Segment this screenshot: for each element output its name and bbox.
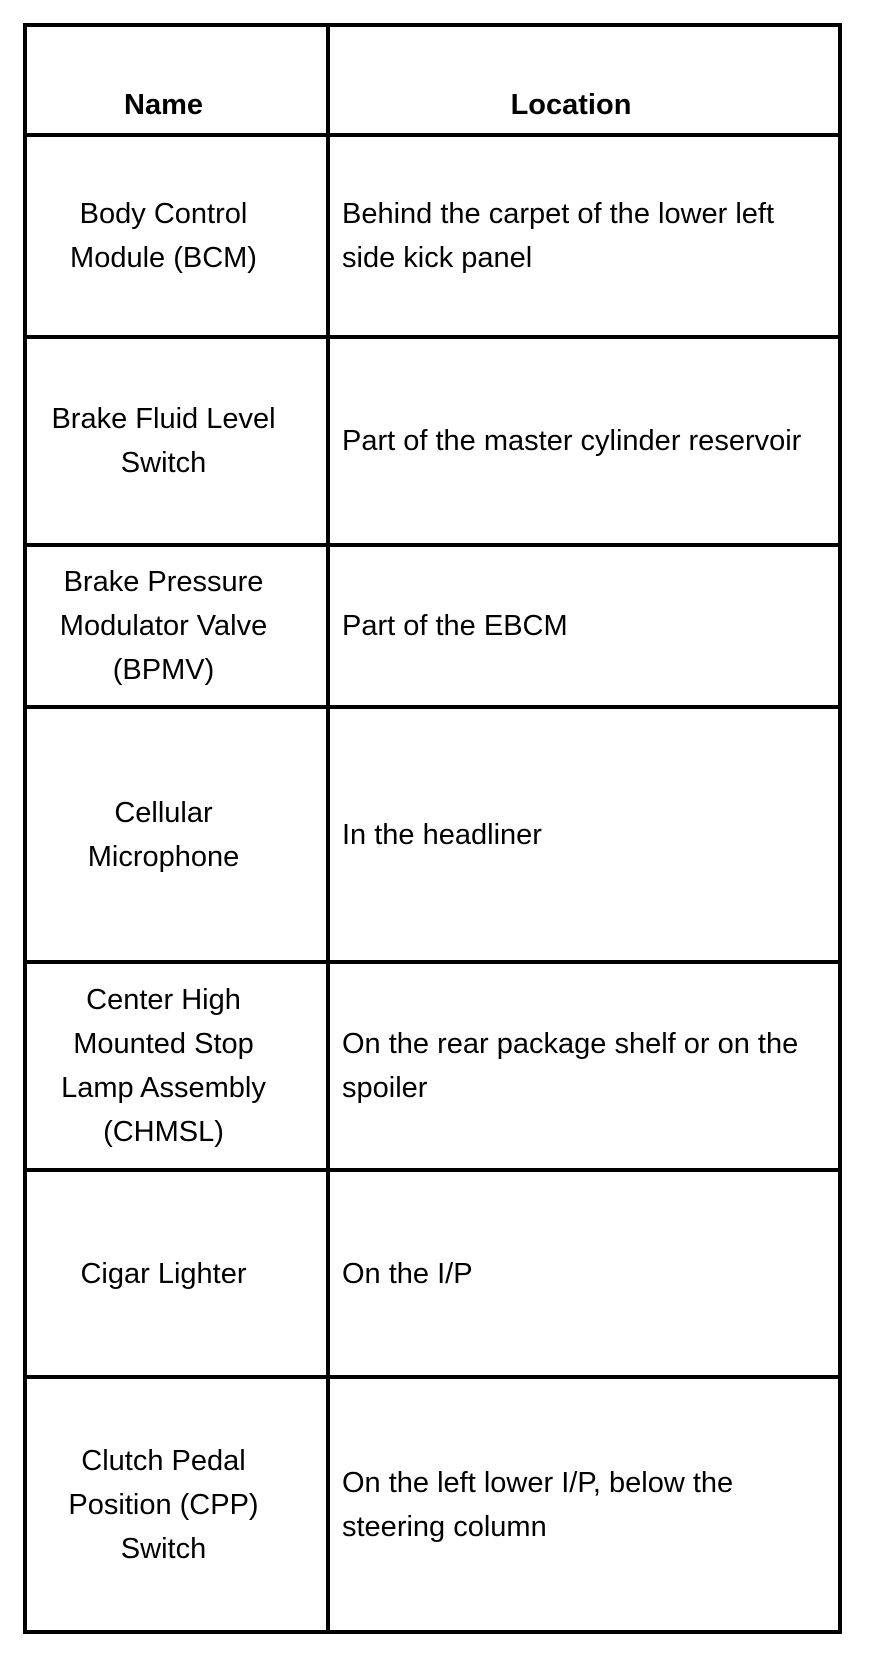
table-row: Brake Fluid Level Switch Part of the mas… [23, 335, 842, 547]
component-name: Center High Mounted Stop Lamp Assembly (… [23, 960, 330, 1172]
component-location: In the headliner [326, 705, 842, 964]
component-name: Clutch Pedal Position (CPP) Switch [23, 1375, 330, 1634]
column-header-name: Name [23, 23, 330, 137]
table-row: Body Control Module (BCM) Behind the car… [23, 133, 842, 339]
table-body: Body Control Module (BCM) Behind the car… [23, 133, 842, 1634]
table-row: Clutch Pedal Position (CPP) Switch On th… [23, 1375, 842, 1634]
component-location: On the rear package shelf or on the spoi… [326, 960, 842, 1172]
table-header: Name Location [23, 23, 842, 137]
component-location: Part of the master cylinder reservoir [326, 335, 842, 547]
component-name: Brake Pressure Modulator Valve (BPMV) [23, 543, 330, 709]
component-location: Behind the carpet of the lower left side… [326, 133, 842, 339]
component-location: On the I/P [326, 1168, 842, 1379]
table-row: Brake Pressure Modulator Valve (BPMV) Pa… [23, 543, 842, 709]
header-row: Name Location [23, 23, 842, 137]
component-location: On the left lower I/P, below the steerin… [326, 1375, 842, 1634]
component-name: Body Control Module (BCM) [23, 133, 330, 339]
component-name: Cellular Microphone [23, 705, 330, 964]
table-row: Center High Mounted Stop Lamp Assembly (… [23, 960, 842, 1172]
table-row: Cigar Lighter On the I/P [23, 1168, 842, 1379]
table-row: Cellular Microphone In the headliner [23, 705, 842, 964]
component-location-table: Name Location Body Control Module (BCM) … [23, 23, 842, 1634]
column-header-location: Location [326, 23, 842, 137]
component-name: Brake Fluid Level Switch [23, 335, 330, 547]
component-name: Cigar Lighter [23, 1168, 330, 1379]
component-location: Part of the EBCM [326, 543, 842, 709]
